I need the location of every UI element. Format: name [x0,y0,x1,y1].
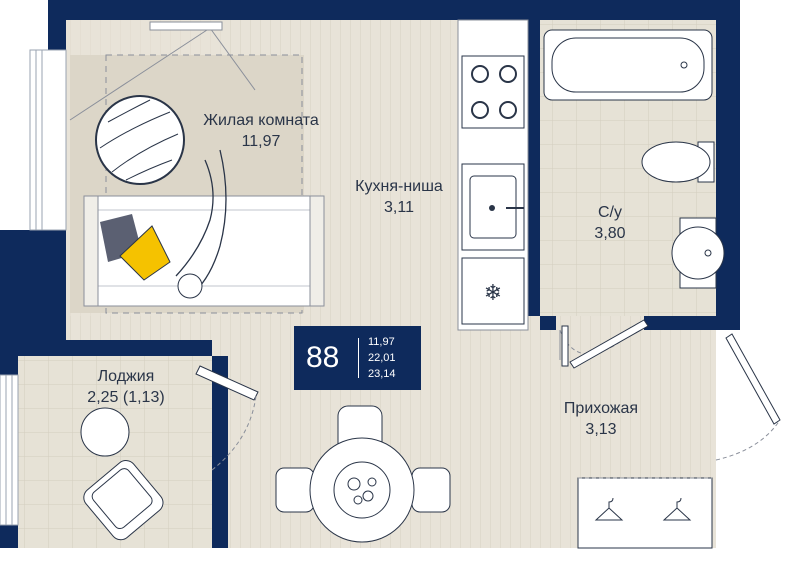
room-name-loggia: Лоджия [97,368,155,385]
bathroom-fixtures [543,29,725,289]
room-name-hallway: Прихожая [563,400,639,417]
room-label-bathroom: С/у 3,80 [570,202,650,244]
dining-table [275,405,451,543]
room-label-loggia: Лоджия 2,25 (1,13) [66,366,186,408]
doors [195,319,781,471]
hanger-icon [662,497,692,521]
lamp-lines [69,21,256,121]
hanger-icon [594,497,624,521]
unit-number: 88 [306,341,340,374]
kitchen-unit [457,19,529,331]
room-label-kitchen: Кухня-ниша 3,11 [336,176,462,218]
unit-areas: 11,97 22,01 23,14 [368,334,396,382]
unit-area-total: 22,01 [368,352,396,364]
round-mirror [95,95,185,185]
unit-badge-divider [358,338,359,378]
loggia-furniture [80,407,164,541]
unit-badge: 88 11,97 22,01 23,14 [294,326,421,390]
wardrobe [577,477,713,549]
unit-area-living: 11,97 [368,336,395,348]
room-name-living: Жилая комната [203,112,319,129]
room-area-bathroom: 3,80 [594,225,626,242]
interior-walls [0,20,716,548]
room-area-hallway: 3,13 [585,421,617,438]
room-label-hallway: Прихожая 3,13 [546,398,656,440]
room-name-bathroom: С/у [598,204,622,221]
sofa [83,149,325,307]
room-area-living: 11,97 [241,133,281,150]
snowflake-icon: ❄ [484,281,502,306]
room-name-kitchen: Кухня-ниша [355,178,443,195]
windows [0,49,67,526]
unit-area-total-with-loggia: 23,14 [368,368,396,380]
room-label-living: Жилая комната 11,97 [186,110,336,152]
room-area-loggia: 2,25 (1,13) [87,389,165,406]
pillow-yellow [119,225,171,281]
room-area-kitchen: 3,11 [384,199,414,216]
